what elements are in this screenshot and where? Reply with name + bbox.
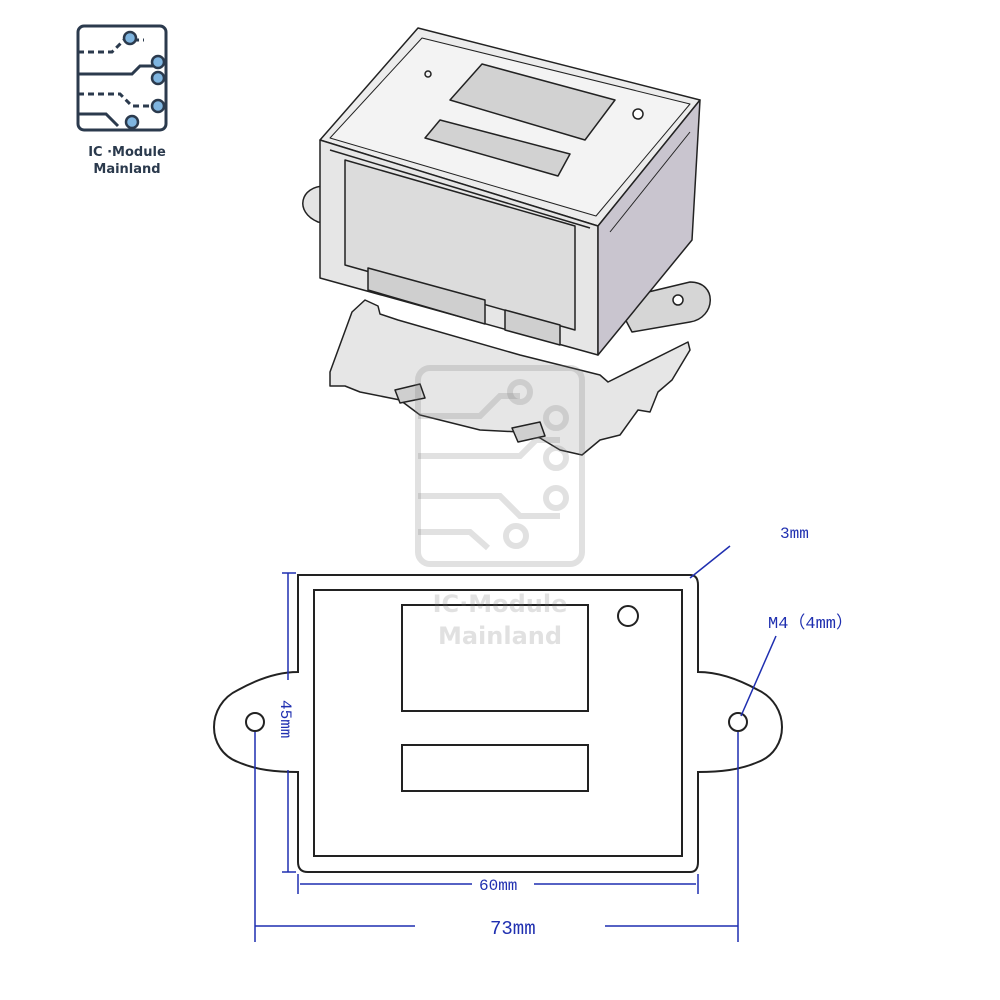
dimension-lines [254,545,777,942]
bottom-display-outline [401,744,589,792]
front-view [213,574,783,873]
pcb-board [329,299,691,456]
housing-side [597,99,701,356]
right-mount-hole [728,712,748,732]
isometric-view [302,27,711,456]
top-display-window [449,63,616,141]
watermark-icon [415,365,585,567]
led-hole [617,605,639,627]
circuit-board-icon [76,24,168,132]
watermark-text: IC·Module Mainland [405,588,595,652]
top-display-outline [401,604,589,712]
dim-total-width-label: 73mm [490,918,536,940]
dim-inner-width-label: 60mm [479,877,517,895]
watermark-line-1: IC·Module [432,590,568,618]
logo-text: IC ·Module Mainland [62,144,192,178]
dim-corner-label: 3mm [780,525,809,543]
bottom-display-window [424,119,571,177]
left-mount-hole [245,712,265,732]
dim-height-label: 45mm [276,700,294,738]
logo-line-1: IC ·Module [88,145,166,160]
logo-line-2: Mainland [93,162,161,177]
dim-hole-label: M4（4mm） [768,613,853,634]
watermark-line-2: Mainland [437,622,563,650]
